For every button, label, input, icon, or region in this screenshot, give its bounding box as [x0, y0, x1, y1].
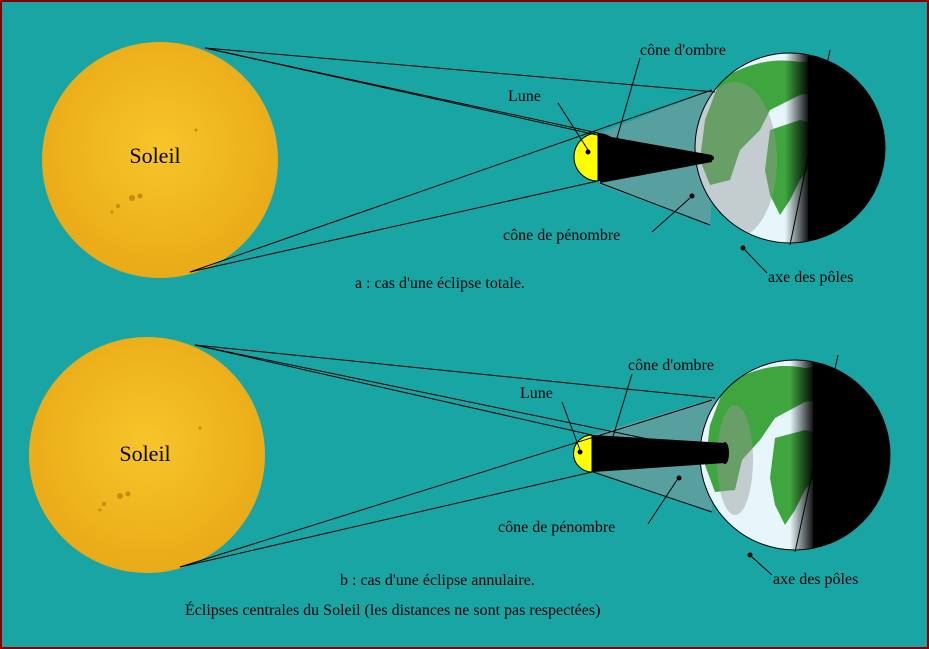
sun-label-a: Soleil	[129, 143, 180, 168]
pole-axis-a	[789, 49, 831, 246]
sun-a	[42, 42, 278, 278]
caption-b: b : cas d'une éclipse annulaire.	[340, 572, 535, 589]
rays-b	[179, 344, 726, 568]
umbra-cone-b	[593, 435, 725, 472]
umbra-label-a: cône d'ombre	[640, 42, 726, 59]
axis-label-b: axe des pôles	[773, 571, 858, 588]
pole-axis-b	[794, 354, 839, 553]
sun-label-b: Soleil	[119, 441, 170, 466]
rays-a	[189, 47, 716, 273]
panel-b: Soleil Lune	[29, 337, 891, 589]
sun-b	[29, 337, 265, 573]
penumbra-label-a: cône de pénombre	[503, 227, 620, 244]
figure-title: Éclipses centrales du Soleil (les distan…	[185, 600, 600, 619]
moon-label-b: Lune	[520, 385, 553, 402]
sunspots-a	[110, 128, 198, 214]
sunspots-b	[98, 426, 202, 512]
earth-b	[700, 360, 890, 550]
earth-a	[695, 53, 885, 243]
umbra-cone-a	[600, 135, 712, 183]
caption-a: a : cas d'une éclipse totale.	[355, 275, 525, 292]
panel-a: Soleil	[42, 42, 886, 292]
umbra-label-b: cône d'ombre	[628, 357, 714, 374]
axis-label-a: axe des pôles	[768, 269, 853, 286]
moon-label-a: Lune	[508, 88, 541, 105]
penumbra-label-b: cône de pénombre	[498, 519, 615, 536]
moon-a	[573, 132, 622, 182]
